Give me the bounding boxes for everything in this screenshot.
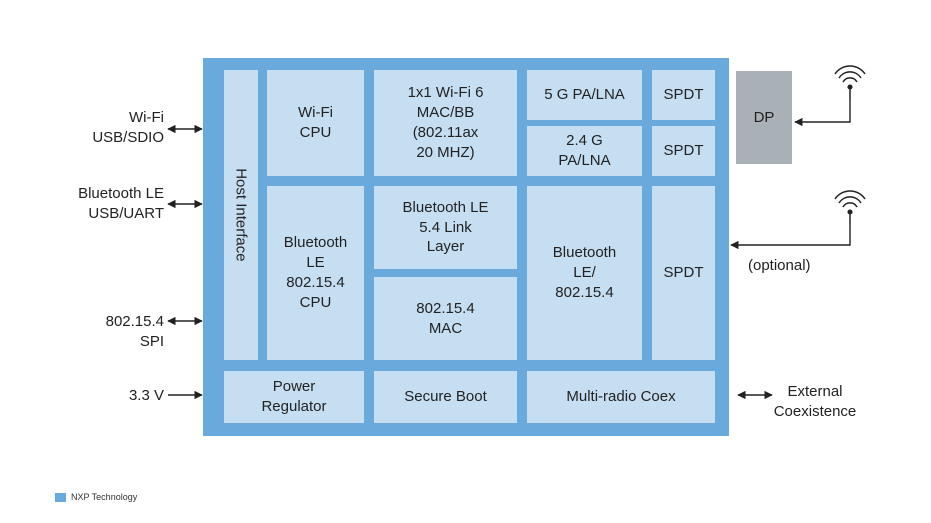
ble-cpu-block: Bluetooth LE 802.15.4 CPU [267, 186, 364, 360]
legend-swatch [55, 493, 66, 502]
spdt-2-block: SPDT [652, 126, 715, 176]
multiradio-coex-block: Multi-radio Coex [527, 371, 715, 423]
power-regulator-block: Power Regulator [224, 371, 364, 423]
voltage-label: 3.3 V [128, 387, 164, 404]
host-interface-block: Host Interface [224, 70, 258, 360]
mac-802154-block: 802.15.4 MAC [374, 277, 517, 360]
dp-block: DP [736, 71, 792, 164]
ble-link-layer-block: Bluetooth LE 5.4 Link Layer [374, 186, 517, 269]
spdt-3-block: SPDT [652, 186, 715, 360]
optional-antenna-connector [730, 224, 851, 250]
secure-boot-block: Secure Boot [374, 371, 517, 423]
spi-802154-label: 802.15.4 SPI [105, 313, 164, 350]
external-coexistence-label: External Coexistence [773, 383, 857, 420]
antenna-icon [834, 190, 866, 224]
antenna-icon [834, 65, 866, 100]
wifi-usb-sdio-label: Wi-Fi USB/SDIO [92, 109, 164, 146]
spdt-1-block: SPDT [652, 70, 715, 120]
pa-lna-5g-block: 5 G PA/LNA [527, 70, 642, 120]
legend-label: NXP Technology [71, 492, 138, 502]
optional-label: (optional) [748, 257, 811, 274]
ble-radio-block: Bluetooth LE/ 802.15.4 [527, 186, 642, 360]
dp-antenna-connector [794, 100, 851, 127]
pa-lna-24g-block: 2.4 G PA/LNA [527, 126, 642, 176]
bt-usb-uart-label: Bluetooth LE USB/UART [78, 185, 164, 222]
wifi6-macbb-block: 1x1 Wi-Fi 6 MAC/BB (802.11ax 20 MHZ) [374, 70, 517, 176]
wifi-cpu-block: Wi-Fi CPU [267, 70, 364, 176]
